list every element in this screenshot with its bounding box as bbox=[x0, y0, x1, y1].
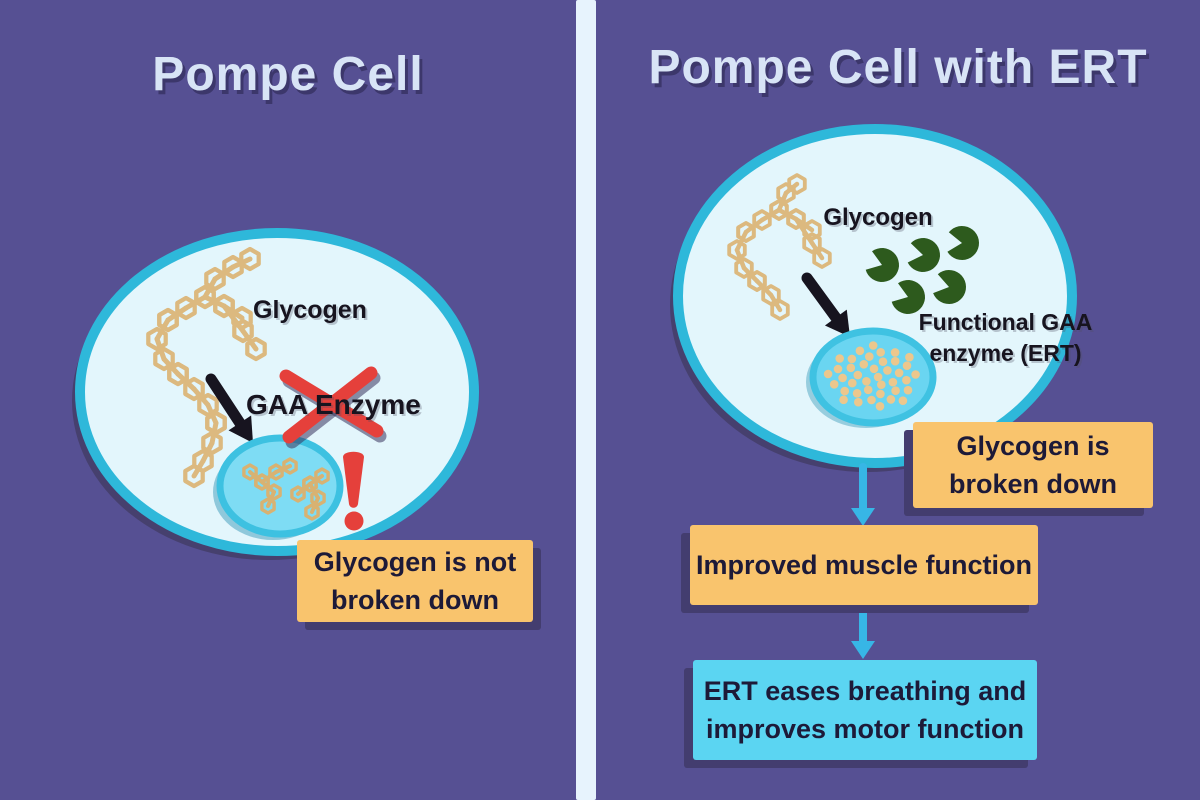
down-arrow-icon bbox=[205, 373, 253, 443]
callout-line1: Glycogen is not bbox=[313, 547, 517, 577]
undigested-glycogen-icon bbox=[242, 457, 330, 521]
callout-line2: broken down bbox=[331, 585, 499, 615]
panel-divider bbox=[576, 0, 596, 800]
functional-gaa-enzyme-label: Functional GAA enzyme (ERT) bbox=[908, 307, 1103, 369]
flow-step-line1: ERT eases breathing and bbox=[703, 676, 1027, 706]
flow-arrow-icon bbox=[851, 606, 875, 659]
flow-step-improved-muscle-function: Improved muscle function bbox=[690, 525, 1038, 605]
flow-step-line2: broken down bbox=[949, 469, 1117, 499]
red-cross-icon bbox=[279, 366, 387, 449]
flow-step-line1: Improved muscle function bbox=[695, 550, 1033, 580]
functional-gaa-enzyme-label-line2: enzyme (ERT) bbox=[929, 340, 1082, 366]
left-lysosome-icon bbox=[213, 434, 344, 540]
flow-step-ert-benefits: ERT eases breathing and improves motor f… bbox=[693, 660, 1037, 760]
gaa-enzyme-label: GAA Enzyme bbox=[246, 389, 421, 420]
left-panel-title: Pompe Cell bbox=[152, 48, 424, 101]
exclamation-icon bbox=[343, 451, 364, 531]
glycogen-molecule-icon bbox=[146, 246, 267, 489]
functional-gaa-enzyme-label-line1: Functional GAA bbox=[918, 309, 1093, 335]
flow-step-glycogen-broken-down: Glycogen is broken down bbox=[913, 422, 1153, 508]
flow-step-line1: Glycogen is bbox=[956, 431, 1110, 461]
callout-glycogen-not-broken: Glycogen is not broken down bbox=[297, 540, 533, 622]
broken-down-glycogen-dots-icon bbox=[823, 341, 920, 411]
flow-arrow-icon bbox=[851, 463, 875, 526]
glycogen-label: Glycogen bbox=[253, 296, 367, 324]
flow-step-line2: improves motor function bbox=[705, 714, 1024, 744]
glycogen-molecule-icon bbox=[727, 173, 832, 321]
right-panel-title: Pompe Cell with ERT bbox=[648, 41, 1148, 94]
gaa-enzyme-pacman-icons bbox=[865, 226, 979, 314]
down-arrow-icon bbox=[801, 272, 850, 337]
glycogen-label: Glycogen bbox=[823, 204, 933, 231]
